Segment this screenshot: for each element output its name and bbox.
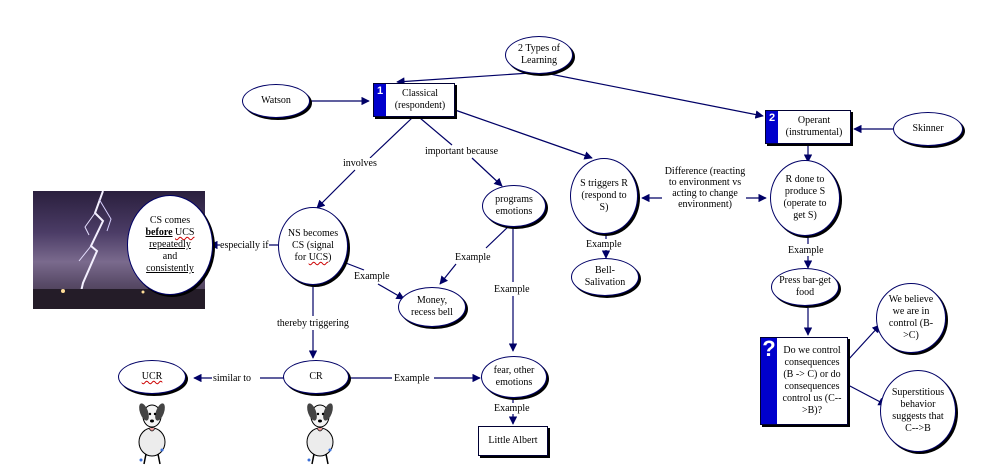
node-classical-line1: Classical [401, 88, 439, 99]
node-press-bar-text: Press bar-get food [779, 275, 831, 298]
node-operant[interactable]: 2 Operant (instrumental) [765, 110, 851, 144]
node-cs-comes-ucs: UCS [175, 227, 195, 238]
node-ucr[interactable]: UCR [118, 360, 186, 394]
label-especially-if: especially if [220, 240, 269, 251]
node-fear[interactable]: fear, other emotions [481, 356, 547, 398]
node-programs-emotions[interactable]: programs emotions [482, 185, 546, 227]
node-cs-comes-line1: CS comes [149, 215, 191, 226]
node-bell-salivation-text: Bell-Salivation [584, 265, 626, 288]
link-question-believe [847, 324, 881, 361]
node-r-done-text: R done to produce S (operate to get S) [783, 174, 827, 221]
node-ns-text-ucs: UCS [308, 252, 329, 263]
node-cr-text: CR [309, 371, 323, 382]
node-watson-text: Watson [261, 95, 291, 106]
node-two-types[interactable]: 2 Types of Learning [505, 36, 573, 74]
node-press-bar[interactable]: Press bar-get food [771, 268, 839, 306]
dog-icon-2 [306, 403, 334, 465]
node-s-triggers-r-text: S triggers R (respond to S) [580, 178, 628, 213]
node-cr[interactable]: CR [283, 360, 349, 394]
node-classical-number: 1 [374, 84, 386, 116]
label-example-r: Example [788, 245, 824, 256]
node-we-believe-text: We believe we are in control (B->C) [888, 294, 934, 341]
node-classical[interactable]: 1 Classical (respondent) [373, 83, 455, 117]
node-skinner[interactable]: Skinner [893, 112, 963, 146]
node-classical-line2: (respondent) [394, 100, 446, 111]
node-superstitious[interactable]: Superstitious behavior suggests that C--… [880, 370, 956, 452]
link-classical-s [454, 109, 593, 160]
link-programs-example [485, 224, 511, 249]
node-two-types-text: 2 Types of Learning [518, 43, 560, 66]
node-s-triggers-r[interactable]: S triggers R (respond to S) [570, 158, 638, 234]
link-important-programs [471, 157, 503, 187]
node-little-albert-text: Little Albert [488, 435, 538, 446]
link-classical-involves [369, 117, 413, 159]
link-example-money2 [439, 263, 457, 285]
node-cs-comes[interactable]: CS comes before UCS repeatedly and consi… [127, 195, 213, 295]
node-cs-comes-and: and [162, 251, 178, 262]
label-similar-to: similar to [213, 373, 252, 384]
node-skinner-text: Skinner [912, 123, 944, 134]
node-question-text: Do we control consequences (B -> C) or d… [782, 345, 842, 416]
node-fear-text: fear, other emotions [493, 365, 535, 388]
label-thereby-triggering: thereby triggering [277, 318, 349, 329]
node-watson[interactable]: Watson [242, 84, 310, 118]
node-operant-line1: Operant [797, 115, 831, 126]
label-important-because: important because [425, 146, 499, 157]
node-operant-line2: (instrumental) [785, 127, 843, 138]
node-programs-emotions-text: programs emotions [495, 194, 533, 217]
node-ns-becomes-cs[interactable]: NS becomes CS (signal for UCS) [278, 207, 348, 285]
node-money-recess-text: Money, recess bell [411, 295, 453, 318]
label-example-programs: Example [455, 252, 491, 263]
node-little-albert[interactable]: Little Albert [478, 426, 548, 456]
node-question[interactable]: ? Do we control consequences (B -> C) or… [760, 337, 848, 425]
dog-icon [138, 403, 166, 465]
node-operant-number: 2 [766, 111, 778, 143]
label-example-cr: Example [394, 373, 430, 384]
node-ucr-text: UCR [141, 371, 163, 382]
node-bell-salivation[interactable]: Bell-Salivation [571, 258, 639, 296]
label-example-s: Example [586, 239, 622, 250]
node-ns-text-pre: NS becomes CS (signal for [287, 228, 339, 263]
node-cs-comes-consistently: consistently [146, 263, 194, 274]
link-types-classical [396, 72, 531, 86]
node-cs-comes-before: before [145, 227, 173, 238]
node-r-done[interactable]: R done to produce S (operate to get S) [770, 160, 840, 236]
question-mark-icon: ? [761, 338, 777, 424]
link-classical-important [419, 117, 453, 146]
node-we-believe[interactable]: We believe we are in control (B->C) [876, 283, 946, 353]
label-example-fear: Example [494, 403, 530, 414]
link-types-operant [544, 72, 764, 119]
link-involves-ns [316, 169, 356, 209]
label-example-programs-fear: Example [494, 284, 530, 295]
label-involves: involves [343, 158, 377, 169]
node-superstitious-text: Superstitious behavior suggests that C--… [891, 387, 945, 434]
node-ns-text-post: ) [328, 252, 332, 263]
label-example-ns: Example [354, 271, 390, 282]
link-example-money [377, 283, 405, 300]
node-money-recess[interactable]: Money, recess bell [398, 287, 466, 327]
link-question-superstitious [847, 384, 887, 406]
node-cs-comes-repeatedly: repeatedly [149, 239, 191, 250]
label-difference: Difference (reacting to environment vs a… [664, 166, 746, 210]
